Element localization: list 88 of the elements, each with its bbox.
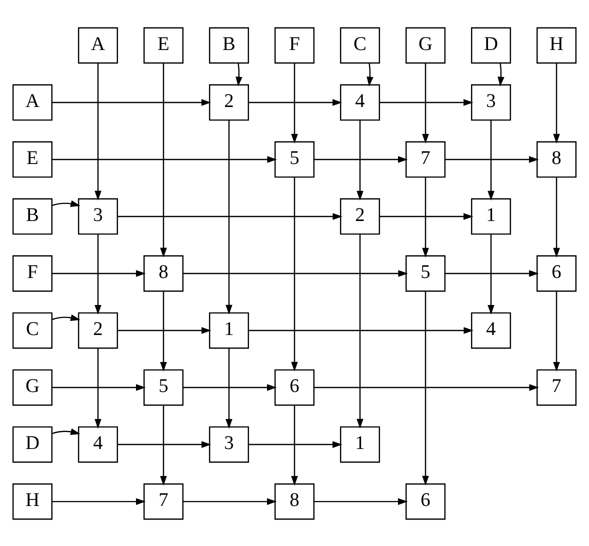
node-box: 8 bbox=[274, 482, 315, 520]
arrow bbox=[553, 176, 560, 258]
arrow bbox=[52, 98, 212, 106]
arrow bbox=[52, 498, 146, 504]
arrow bbox=[248, 98, 342, 106]
node-box: A bbox=[78, 26, 118, 64]
arrow bbox=[422, 290, 429, 486]
arrow bbox=[314, 156, 408, 162]
arrow bbox=[366, 62, 374, 86]
arrow bbox=[422, 62, 429, 144]
node-box: 7 bbox=[143, 482, 184, 520]
node-box: E bbox=[143, 26, 184, 64]
arrow bbox=[52, 270, 146, 276]
arrow bbox=[314, 384, 539, 390]
arrow bbox=[236, 62, 242, 86]
node-box: F bbox=[274, 26, 315, 64]
node-box: 7 bbox=[536, 368, 577, 406]
arrow bbox=[422, 176, 429, 258]
arrow bbox=[379, 212, 474, 220]
node-box: G bbox=[406, 26, 446, 64]
arrow bbox=[291, 404, 298, 486]
node-box: C bbox=[12, 312, 52, 348]
arrow bbox=[444, 156, 539, 162]
node-box: 7 bbox=[406, 140, 446, 178]
node-box: 1 bbox=[208, 312, 250, 348]
arrow bbox=[226, 120, 232, 314]
node-box: E bbox=[12, 140, 52, 178]
node-box: 3 bbox=[78, 198, 118, 234]
node-box: F bbox=[12, 254, 52, 292]
arrow bbox=[117, 212, 342, 220]
node-box: 6 bbox=[406, 482, 446, 520]
node-box: B bbox=[208, 26, 250, 64]
node-box: 4 bbox=[340, 84, 380, 120]
node-box: 5 bbox=[143, 368, 184, 406]
node-box: 2 bbox=[208, 84, 250, 120]
arrow bbox=[52, 200, 80, 206]
arrow bbox=[226, 348, 232, 428]
arrow bbox=[160, 404, 167, 486]
arrow bbox=[94, 62, 102, 200]
node-box: 1 bbox=[471, 198, 512, 234]
node-box: 8 bbox=[143, 254, 184, 292]
node-box: 2 bbox=[78, 312, 118, 348]
node-box: 3 bbox=[208, 426, 250, 462]
arrow bbox=[182, 498, 277, 504]
arrow bbox=[379, 98, 474, 106]
arrow bbox=[248, 326, 474, 334]
node-box: G bbox=[12, 368, 52, 406]
arrow bbox=[160, 290, 167, 372]
node-box: 2 bbox=[340, 198, 380, 234]
arrow bbox=[356, 234, 364, 428]
arrow bbox=[182, 270, 408, 276]
arrow bbox=[52, 314, 80, 320]
arrow bbox=[553, 290, 560, 372]
node-box: 4 bbox=[78, 426, 118, 462]
arrow bbox=[52, 156, 277, 162]
arrow bbox=[488, 234, 494, 314]
node-box: 6 bbox=[536, 254, 577, 292]
arrow bbox=[182, 384, 277, 390]
node-box: D bbox=[12, 426, 52, 462]
arrow bbox=[52, 428, 80, 435]
node-box: 3 bbox=[471, 84, 512, 120]
node-box: B bbox=[12, 198, 52, 234]
node-box: D bbox=[471, 26, 512, 64]
node-box: A bbox=[12, 84, 52, 120]
node-box: C bbox=[340, 26, 380, 64]
arrow bbox=[160, 62, 167, 258]
node-box: 6 bbox=[274, 368, 315, 406]
node-box: 4 bbox=[471, 312, 512, 348]
arrow bbox=[291, 62, 298, 144]
arrow bbox=[553, 62, 560, 144]
arrow bbox=[94, 348, 102, 428]
node-box: 1 bbox=[340, 426, 380, 462]
arrow bbox=[488, 120, 494, 200]
arrow bbox=[248, 440, 342, 448]
node-box: H bbox=[536, 26, 577, 64]
arrow bbox=[356, 120, 364, 200]
arrow bbox=[117, 440, 212, 448]
arrow bbox=[314, 498, 408, 504]
node-box: H bbox=[12, 482, 52, 520]
arrow bbox=[444, 270, 539, 276]
arrow bbox=[117, 326, 212, 334]
arrow bbox=[498, 62, 504, 86]
arrow bbox=[94, 234, 102, 314]
arrow bbox=[291, 176, 298, 372]
node-box: 8 bbox=[536, 140, 577, 178]
node-box: 5 bbox=[406, 254, 446, 292]
node-box: 5 bbox=[274, 140, 315, 178]
arrow bbox=[52, 384, 146, 390]
